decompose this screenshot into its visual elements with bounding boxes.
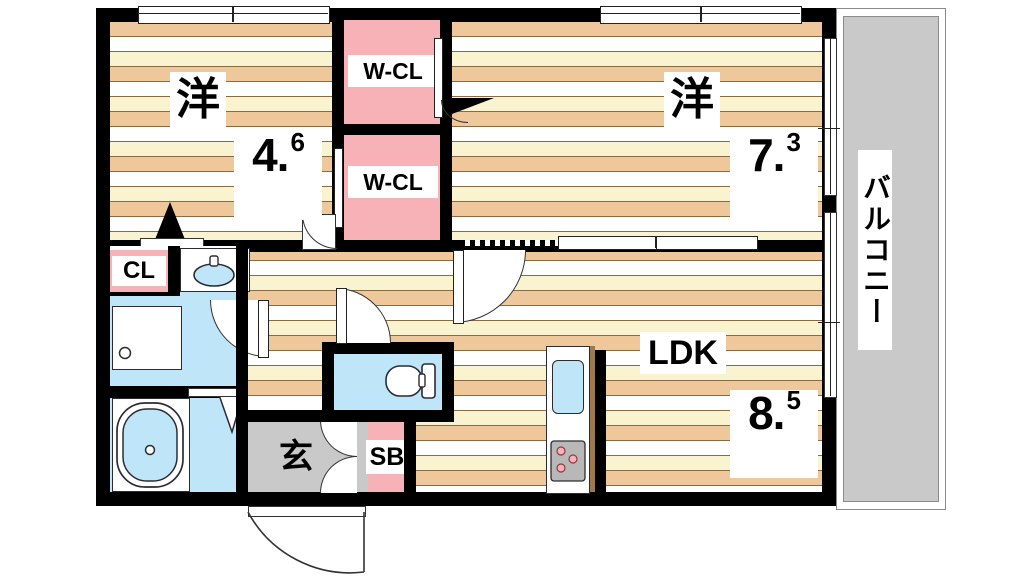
kitchen-counter-edge [586,346,595,492]
bedroom-left-size-int: 4 [252,129,278,181]
entrance-door-swing [247,511,365,574]
bedroom-right-label: 洋 [664,72,720,128]
ldk-label: LDK [640,332,726,374]
ldk-size-int: 8 [748,387,774,439]
wall-toilet-right [442,342,454,422]
ldk-size: 8 . 5 [730,385,818,478]
toilet-icon [385,363,436,399]
bedroom-right-size-int: 7 [748,129,774,181]
wall-cl-right [168,246,180,292]
closet-cl-label: CL [112,256,166,286]
ldk-size-dot: . [772,387,786,439]
bedroom-right-door-glyph [452,98,494,114]
hall-door-leaf-right[interactable] [453,250,464,324]
wall-wet-area-right [236,246,248,492]
bedroom-right-size-dec: 3 [786,127,801,157]
closet-wcl-upper-label: W-CL [348,55,438,87]
interior-wall-wcl-divider [332,124,452,135]
window-bedroom-left[interactable] [138,6,330,24]
kitchen-stove-icon [550,440,586,482]
bedroom-right-size-dot: . [772,129,786,181]
sliding-door-panel-1[interactable] [558,236,658,250]
bathtub-icon [116,402,184,488]
bedroom-left-size: 4 . 6 [234,127,322,220]
wcl-upper-door[interactable] [434,38,443,118]
bedroom-left-door-glyph [154,202,186,242]
bedroom-left-size-dec: 6 [290,127,305,157]
exterior-wall-bottom [96,492,836,506]
ldk-size-dec: 5 [786,385,801,415]
wall-entrance-top [248,410,416,422]
bedroom-left-label: 洋 [170,72,226,128]
entrance-door-leaf[interactable] [248,506,366,517]
kitchen-sink-icon [552,360,584,414]
wall-sb-right [404,422,416,492]
washbasin-icon [193,255,235,287]
exterior-wall-left [96,8,110,506]
bedroom-right-size: 7 . 3 [730,127,818,220]
toilet-door-leaf[interactable] [336,288,347,344]
balcony-label: バルコニー [858,150,892,350]
wall-toilet-top [322,342,454,354]
entrance-label: 玄 [279,438,313,476]
washing-machine-pan [112,306,182,370]
washroom-door-leaf[interactable] [258,300,269,358]
wall-toilet-left [322,342,334,422]
sliding-door-panel-2[interactable] [656,236,758,250]
wall-kitchen-right [594,350,606,492]
wcl-lower-door[interactable] [334,148,343,228]
washing-machine-drain-icon [118,346,132,360]
bedroom-left-size-dot: . [276,129,290,181]
closet-sb-label: SB [366,440,408,474]
closet-wcl-lower-label: W-CL [348,166,438,198]
sliding-door-track [460,240,558,246]
